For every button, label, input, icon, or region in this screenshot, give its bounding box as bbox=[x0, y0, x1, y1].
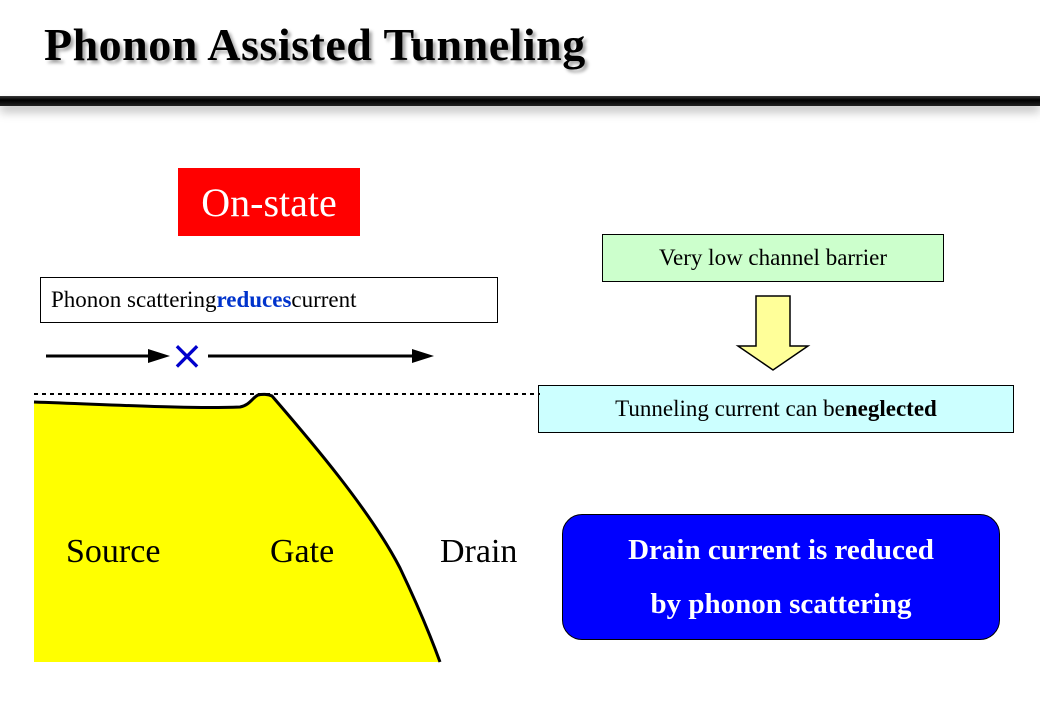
phonon-note-pre: Phonon scattering bbox=[51, 287, 217, 312]
tunnel-note-pre: Tunneling current can be bbox=[615, 396, 845, 421]
phonon-note-keyword: reduces bbox=[216, 287, 292, 312]
source-label: Source bbox=[66, 533, 161, 570]
drain-label: Drain bbox=[440, 533, 518, 570]
down-arrow-icon bbox=[735, 295, 811, 371]
gate-label: Gate bbox=[270, 533, 335, 570]
phonon-note-post: current bbox=[291, 287, 357, 312]
tunneling-note: Tunneling current can be neglected bbox=[538, 385, 1014, 433]
phonon-scattering-note: Phonon scattering reduces current bbox=[40, 277, 498, 323]
result-line-2: by phonon scattering bbox=[650, 588, 912, 620]
on-state-label: On-state bbox=[178, 168, 360, 236]
tunnel-note-keyword: neglected bbox=[844, 396, 937, 421]
incoming-arrowhead-icon bbox=[148, 349, 170, 363]
page-title: Phonon Assisted Tunneling bbox=[44, 19, 586, 70]
result-line-1: Drain current is reduced bbox=[628, 534, 934, 566]
scatter-cross-icon: × bbox=[170, 333, 204, 379]
band-profile bbox=[34, 394, 440, 662]
channel-barrier-note: Very low channel barrier bbox=[602, 234, 944, 282]
result-callout: Drain current is reduced by phonon scatt… bbox=[562, 514, 1000, 640]
title-divider bbox=[0, 96, 1040, 106]
outgoing-arrowhead-icon bbox=[412, 349, 434, 363]
